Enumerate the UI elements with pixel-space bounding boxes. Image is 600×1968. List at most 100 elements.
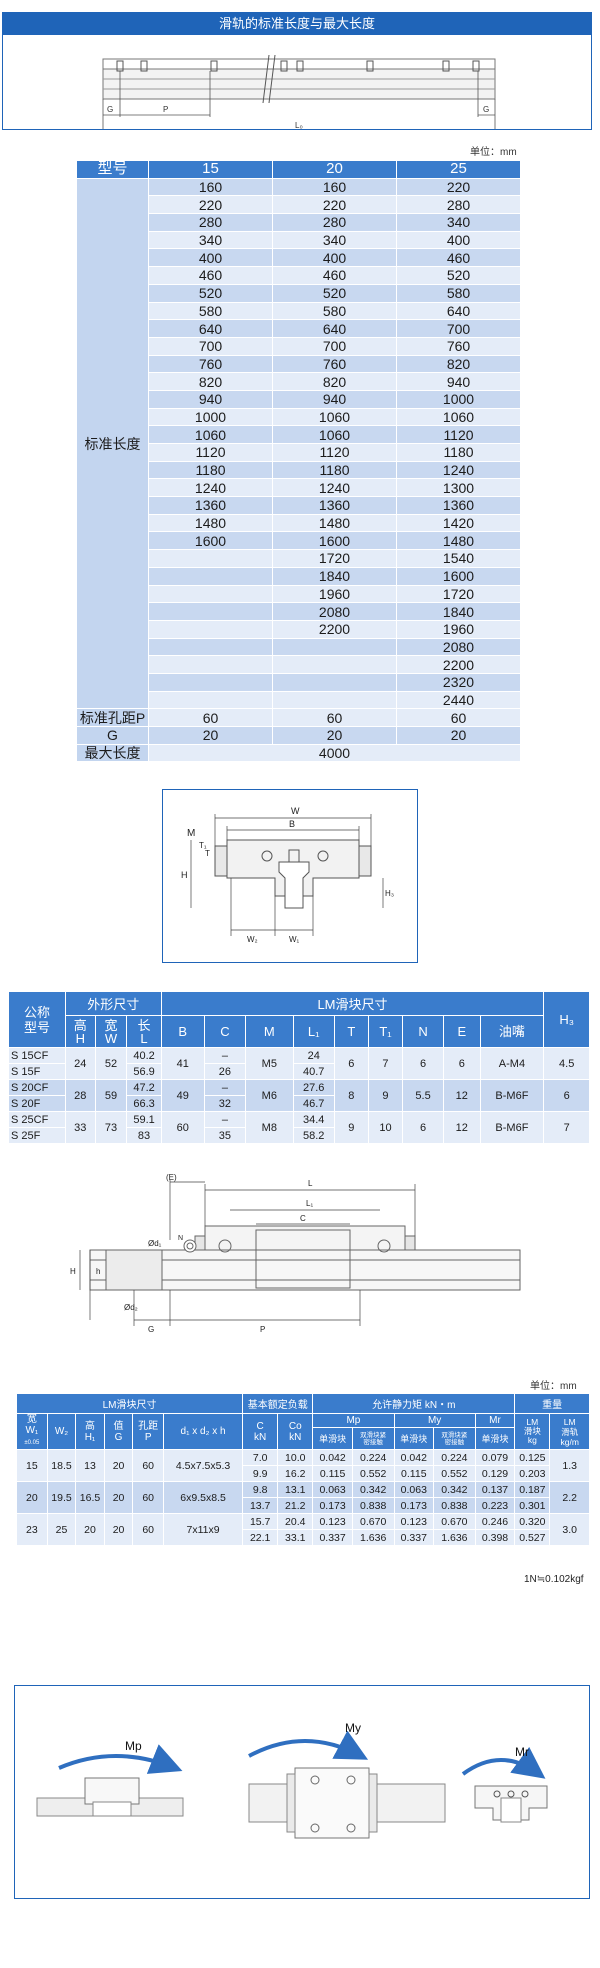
spec-cell: 20 bbox=[75, 1513, 105, 1546]
length-cell: 1180 bbox=[396, 443, 521, 462]
dim-t: T bbox=[205, 849, 210, 858]
spec-cell: 20.4 bbox=[277, 1513, 314, 1530]
g-cell: 20 bbox=[272, 726, 397, 745]
length-cell: 1300 bbox=[396, 478, 521, 498]
spec-cell: 20 bbox=[103, 1449, 134, 1482]
dim-cell: 40.2 bbox=[126, 1047, 162, 1064]
subhdr: E bbox=[443, 1015, 481, 1048]
length-cell: 460 bbox=[396, 248, 521, 268]
hdr-weight: 重量 bbox=[514, 1393, 590, 1414]
dim-d1: Ød₁ bbox=[148, 1239, 162, 1248]
rail-length-section: 滑轨的标准长度与最大长度 G P G L₀ bbox=[2, 12, 592, 130]
length-cell: 820 bbox=[396, 354, 521, 374]
dim-cell: – bbox=[203, 1111, 246, 1128]
length-cell: 580 bbox=[272, 301, 397, 321]
length-cell: 400 bbox=[272, 248, 397, 268]
dim-cell: 28 bbox=[64, 1079, 96, 1112]
hdr-p: 孔距 P bbox=[132, 1413, 165, 1450]
hdr-lm-rail: LM 滑轨 kg/m bbox=[549, 1413, 590, 1450]
hdr-single: 单滑块 bbox=[474, 1427, 516, 1450]
hdr-h3: H₃ bbox=[543, 991, 590, 1048]
length-cell bbox=[148, 566, 273, 586]
dim-cell: 34.4 bbox=[292, 1111, 335, 1128]
spec-cell: 0.337 bbox=[312, 1529, 353, 1546]
subhdr: T bbox=[333, 1015, 369, 1048]
hdr-w1-tol: ±0.05 bbox=[24, 1440, 40, 1446]
spec-cell: 0.115 bbox=[312, 1465, 353, 1482]
length-cell: 1600 bbox=[396, 566, 521, 586]
dim-p2: P bbox=[260, 1325, 265, 1334]
length-cell: 160 bbox=[148, 177, 273, 197]
hdr-w2: W₂ bbox=[46, 1413, 77, 1450]
model-cell: S 15CF bbox=[8, 1047, 66, 1064]
length-cell bbox=[148, 672, 273, 692]
dim-cell: – bbox=[203, 1079, 246, 1096]
spec-cell: 20 bbox=[103, 1481, 134, 1514]
spec-cell: 0.342 bbox=[351, 1481, 395, 1498]
length-cell: 280 bbox=[148, 213, 273, 232]
spec-cell: 19.5 bbox=[46, 1481, 77, 1514]
subhdr: T₁ bbox=[367, 1015, 404, 1048]
hdr-size: 20 bbox=[272, 160, 397, 179]
spec-cell: 0.129 bbox=[474, 1465, 516, 1482]
dim-h3: H₃ bbox=[385, 889, 394, 898]
spec-cell: 18.5 bbox=[46, 1449, 77, 1482]
spec-cell: 0.123 bbox=[393, 1513, 435, 1530]
dim-cell: 35 bbox=[203, 1127, 246, 1144]
length-cell: 1060 bbox=[272, 407, 397, 427]
dim-w: W bbox=[291, 806, 300, 816]
length-cell: 1180 bbox=[272, 460, 397, 480]
spec-cell: 0.552 bbox=[351, 1465, 395, 1482]
hdr-mp: Mp bbox=[312, 1413, 395, 1428]
dim-l0: L₀ bbox=[295, 121, 303, 129]
length-cell: 1240 bbox=[148, 478, 273, 498]
dim-g: G bbox=[148, 1325, 154, 1334]
dim-d2: Ød₂ bbox=[124, 1303, 138, 1312]
hdr-lm-block: LM 滑块 kg bbox=[514, 1413, 551, 1450]
hdr-size: 25 bbox=[396, 160, 521, 179]
length-cell: 940 bbox=[148, 389, 273, 409]
dim-w2: W₂ bbox=[247, 935, 258, 944]
length-cell: 820 bbox=[272, 372, 397, 391]
length-cell: 640 bbox=[148, 319, 273, 338]
length-cell: 640 bbox=[396, 301, 521, 321]
length-cell bbox=[272, 690, 397, 710]
dim-cell: 33 bbox=[64, 1111, 96, 1144]
length-cell: 220 bbox=[396, 177, 521, 197]
g-cell: 20 bbox=[396, 726, 521, 745]
subhdr: 高 H bbox=[64, 1015, 96, 1048]
length-cell bbox=[148, 549, 273, 568]
length-cell: 1240 bbox=[272, 478, 397, 498]
label-mp: Mp bbox=[125, 1739, 142, 1753]
model-cell: S 25F bbox=[8, 1127, 66, 1144]
dim-cell: 7 bbox=[543, 1111, 590, 1144]
dim-cell: 9 bbox=[367, 1079, 404, 1112]
spec-cell: 22.1 bbox=[242, 1529, 279, 1546]
spec-cell: 20 bbox=[16, 1481, 48, 1514]
dim-cell: M5 bbox=[244, 1047, 294, 1080]
dim-t1: T₁ bbox=[199, 841, 207, 850]
length-cell: 580 bbox=[148, 301, 273, 321]
dim-cell: 56.9 bbox=[126, 1063, 162, 1080]
spec-cell: 0.079 bbox=[474, 1449, 516, 1466]
length-cell: 520 bbox=[148, 283, 273, 303]
model-cell: S 20F bbox=[8, 1095, 66, 1112]
spec-cell: 4.5x7.5x5.3 bbox=[163, 1449, 244, 1482]
length-cell: 400 bbox=[148, 248, 273, 268]
spec-cell: 0.320 bbox=[514, 1513, 551, 1530]
length-cell: 1060 bbox=[396, 407, 521, 427]
length-cell: 2080 bbox=[272, 602, 397, 621]
spec-cell: 3.0 bbox=[549, 1513, 590, 1546]
subhdr: 长 L bbox=[126, 1015, 162, 1048]
length-cell: 460 bbox=[148, 266, 273, 285]
length-cell: 1840 bbox=[396, 602, 521, 621]
dim-cell: 46.7 bbox=[292, 1095, 335, 1112]
length-cell: 760 bbox=[396, 336, 521, 356]
hdr-g: 值 G bbox=[103, 1413, 134, 1450]
hdr-outer: 外形尺寸 bbox=[64, 991, 162, 1016]
spec-cell: 0.042 bbox=[312, 1449, 353, 1466]
hdr-mr: Mr bbox=[474, 1413, 516, 1428]
dim-cell: 6 bbox=[402, 1047, 445, 1080]
spec-cell: 10.0 bbox=[277, 1449, 314, 1466]
